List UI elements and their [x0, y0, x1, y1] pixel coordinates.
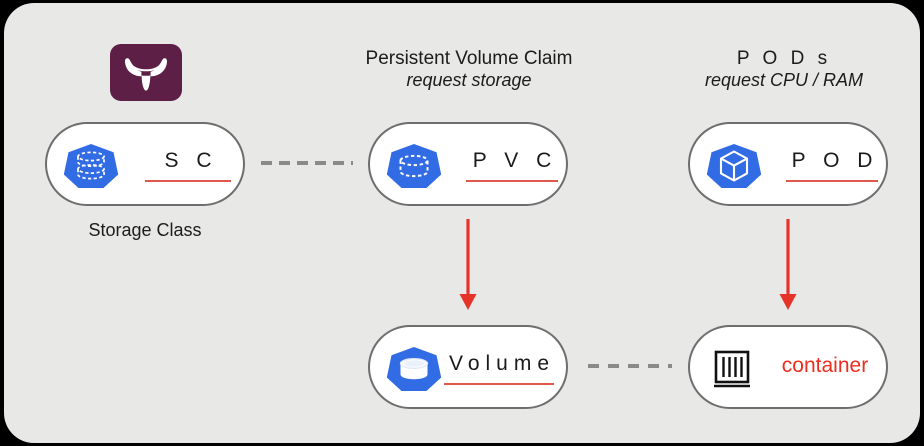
diagram-canvas: Persistent Volume Claim request storage … [4, 3, 920, 443]
longhorn-logo [110, 44, 182, 101]
node-volume[interactable]: Volume [368, 325, 568, 409]
node-storage-class[interactable]: S C [45, 122, 245, 206]
node-pvc-label-group: P V C [466, 150, 558, 182]
caption-storage-class: Storage Class [88, 220, 202, 240]
longhorn-bull-icon [125, 58, 167, 91]
k8s-persistent-volume-claim-icon [384, 143, 444, 194]
k8s-volume-icon [384, 346, 444, 397]
node-volume-label-group: Volume [444, 353, 554, 385]
heading-pvc-line2: request storage [406, 70, 532, 91]
connector-sc-to-pvc [261, 161, 353, 165]
node-container[interactable]: container [688, 325, 888, 409]
node-pvc-underline [466, 180, 558, 182]
node-storage-class-underline [145, 180, 231, 182]
node-pod-label-group: P O D [786, 150, 878, 182]
node-volume-underline [444, 383, 554, 385]
arrow-pod-to-container [773, 219, 803, 311]
node-pod-underline [786, 180, 878, 182]
heading-pods: P O D s request CPU / RAM [624, 47, 920, 92]
node-pod-label: P O D [791, 149, 879, 172]
heading-pod-line1: P O D s [736, 48, 832, 69]
heading-pod-line2: request CPU / RAM [704, 70, 864, 91]
heading-persistent-volume-claim: Persistent Volume Claim request storage [309, 47, 629, 92]
heading-pvc-line1: Persistent Volume Claim [365, 48, 573, 69]
node-container-label-group: container [772, 355, 878, 385]
node-storage-class-label-group: S C [145, 150, 231, 182]
node-container-label: container [781, 354, 869, 377]
k8s-storage-class-icon [61, 143, 121, 194]
node-storage-class-label: S C [164, 149, 218, 172]
node-pvc-label: P V C [472, 149, 558, 172]
node-persistent-volume-claim[interactable]: P V C [368, 122, 568, 206]
node-volume-label: Volume [448, 352, 556, 375]
node-pod[interactable]: P O D [688, 122, 888, 206]
container-icon [712, 349, 756, 398]
connector-volume-to-container [588, 364, 672, 368]
arrow-pvc-to-volume [453, 219, 483, 311]
k8s-pod-icon [704, 143, 764, 194]
